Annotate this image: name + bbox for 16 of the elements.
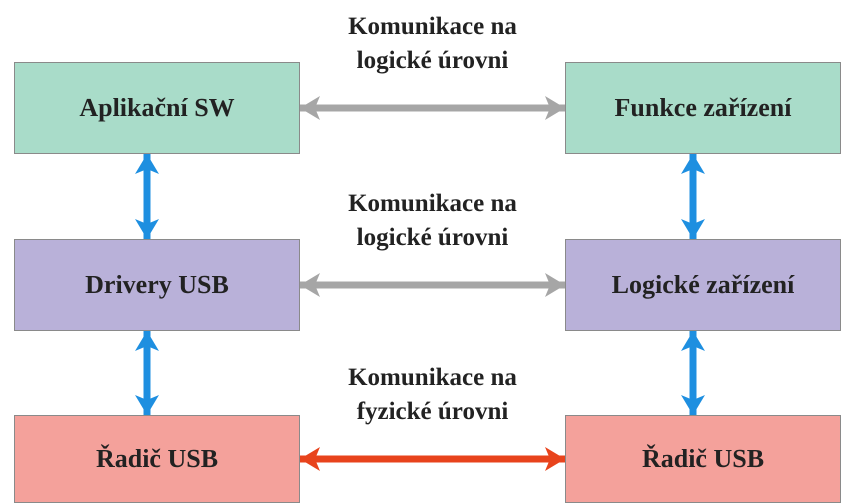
layer-box: Funkce zařízení [565,62,841,154]
edge-label: Komunikace na logické úrovni [347,189,518,253]
double-arrow [681,154,705,239]
double-arrow [135,154,159,239]
edge-label: Komunikace na logické úrovni [347,12,518,76]
double-arrow [300,96,565,120]
double-arrow [681,331,705,415]
layer-box: Logické zařízení [565,239,841,331]
double-arrow [135,331,159,415]
layer-box: Drivery USB [14,239,300,331]
double-arrow [300,273,565,297]
double-arrow [300,447,565,471]
edge-label: Komunikace na fyzické úrovni [347,363,518,427]
layer-box: Řadič USB [14,415,300,503]
layer-box: Aplikační SW [14,62,300,154]
layer-box: Řadič USB [565,415,841,503]
